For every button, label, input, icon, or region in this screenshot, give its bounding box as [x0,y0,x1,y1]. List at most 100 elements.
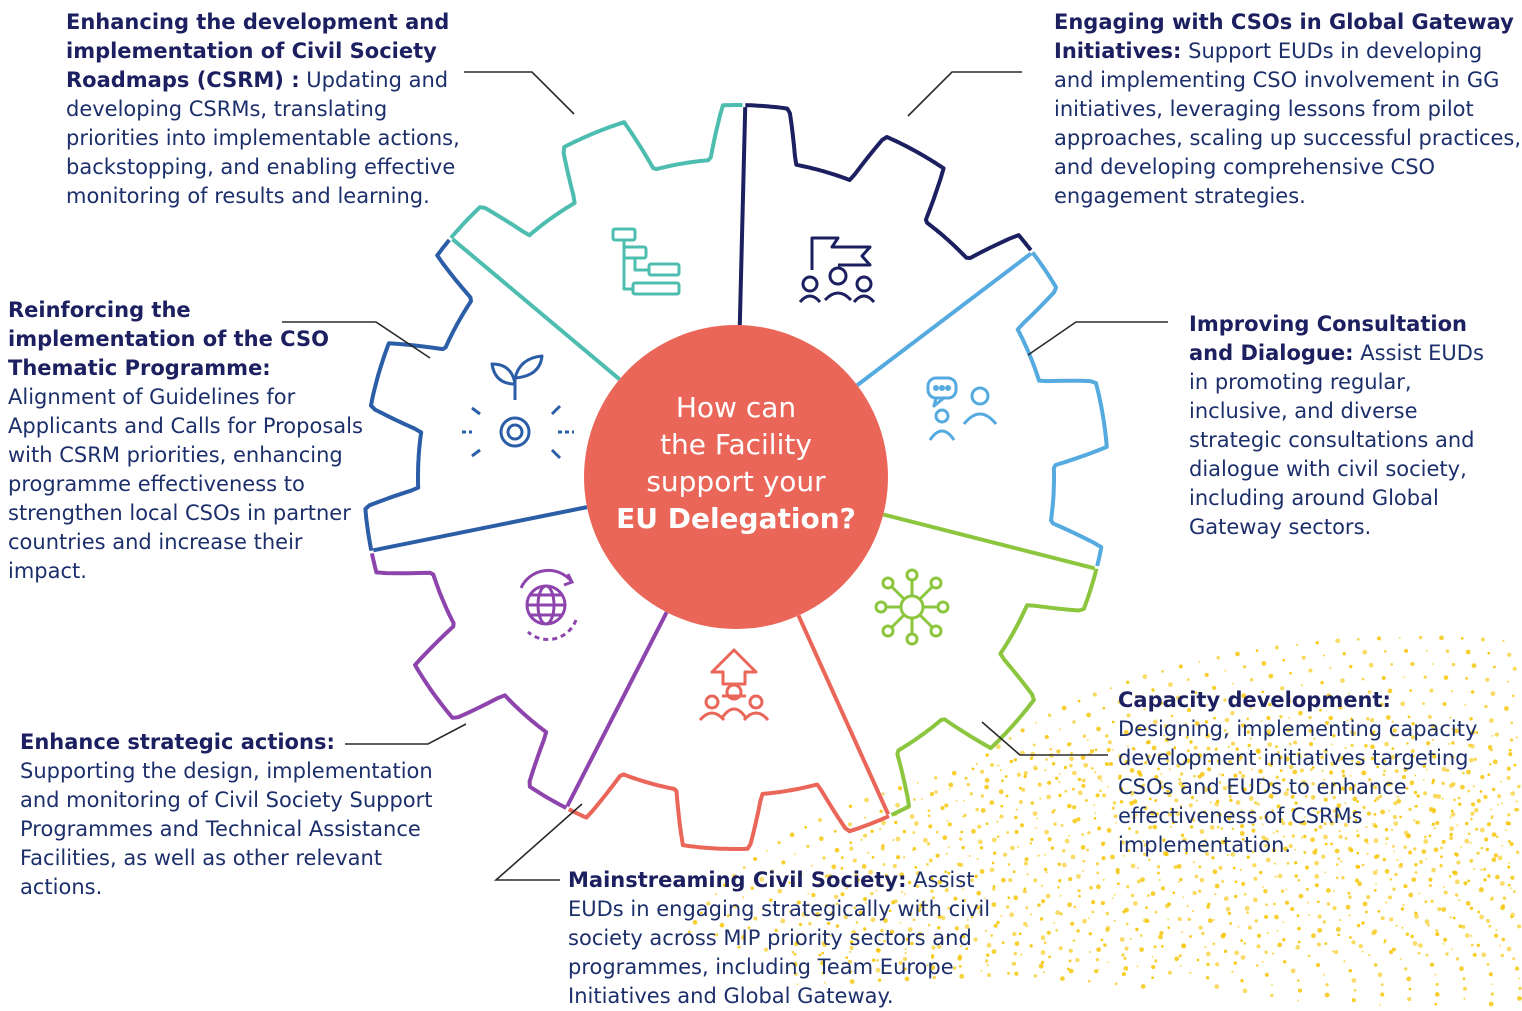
decor-dot [1493,853,1498,858]
decor-dot [1046,930,1051,935]
decor-dot [1361,950,1364,953]
leader-line-consultation [1027,321,1168,356]
decor-dot [1399,815,1402,819]
decor-dot [1103,943,1107,947]
decor-dot [1167,918,1170,921]
decor-dot [1360,791,1363,794]
decor-dot [1043,853,1046,856]
decor-dot [1175,811,1181,816]
decor-dot [1029,944,1033,948]
decor-dot [1218,865,1223,870]
decor-dot [1454,852,1457,856]
decor-dot [1360,704,1363,707]
decor-dot [1376,765,1380,769]
decor-dot [1158,879,1161,881]
decor-dot [1034,826,1037,829]
decor-dot [1007,896,1011,900]
decor-dot [1129,768,1135,773]
decor-dot [1366,811,1371,816]
decor-dot [769,898,773,902]
decor-dot [1030,913,1033,916]
decor-dot [1070,921,1075,926]
decor-dot [1454,879,1460,885]
decor-dot [851,929,857,935]
decor-dot [992,851,997,855]
decor-dot [1085,799,1088,802]
decor-dot [777,840,781,845]
decor-dot [1352,809,1358,815]
decor-dot [1422,779,1425,781]
decor-dot [1296,752,1301,757]
decor-dot [1450,809,1454,813]
decor-dot [1142,674,1148,680]
decor-dot [1214,801,1220,807]
decor-dot [1418,635,1423,640]
decor-dot [1369,784,1372,787]
decor-dot [1249,707,1252,710]
decor-dot [1014,971,1019,976]
decor-dot [1483,794,1488,800]
decor-dot [1014,815,1018,820]
gear-divider-capacity [796,614,890,816]
decor-dot [1106,747,1111,753]
decor-dot [1111,897,1114,900]
decor-dot [1241,774,1246,779]
decor-dot [1403,884,1408,889]
decor-dot [1137,726,1142,731]
decor-dot [1488,1001,1494,1007]
decor-dot [1341,769,1345,774]
decor-dot [1502,896,1507,900]
leader-lines [282,71,1168,881]
decor-dot [1081,833,1085,836]
decor-dot [1309,768,1313,771]
decor-dot [1227,911,1232,916]
text-block-capacity: Capacity development: Designing, impleme… [1118,686,1478,860]
decor-dot [1053,922,1056,925]
decor-dot [1507,866,1511,869]
gg-title: Engaging with CSOs in Global Gateway Ini… [1054,10,1514,63]
decor-dot [1451,782,1456,787]
decor-dot [1443,886,1446,889]
decor-dot [1274,875,1277,878]
decor-dot [1274,914,1279,920]
decor-dot [711,943,713,946]
decor-dot [1421,849,1427,854]
decor-dot [1019,823,1025,828]
decor-dot [1102,878,1105,881]
decor-dot [1506,680,1509,683]
decor-dot [963,799,966,802]
decor-dot [1283,960,1287,964]
decor-dot [1187,749,1190,753]
decor-dot [1223,949,1228,953]
decor-dot [1179,877,1183,882]
decor-dot [1207,902,1211,907]
decor-dot [1343,822,1348,828]
decor-dot [1512,666,1517,671]
decor-dot [1380,983,1384,986]
decor-dot [1091,910,1095,914]
decor-dot [1500,802,1503,805]
consultation-body: Assist EUDs in promoting regular, inclus… [1189,341,1484,539]
decor-dot [1431,778,1436,783]
decor-dot [1366,717,1370,721]
decor-dot [1479,887,1484,893]
decor-dot [1047,780,1052,785]
decor-dot [1448,742,1450,745]
decor-dot [1051,762,1056,766]
decor-dot [1181,931,1184,934]
decor-dot [1001,877,1006,883]
decor-dot [1458,924,1462,928]
decor-dot [870,891,874,896]
decor-dot [1094,748,1098,752]
decor-dot [1144,727,1148,731]
decor-dot [1330,761,1335,766]
decor-dot [1349,664,1353,669]
decor-dot [1023,861,1028,866]
decor-dot [1356,865,1361,869]
decor-dot [1218,773,1221,776]
decor-dot [1295,944,1301,950]
decor-dot [1445,649,1450,653]
decor-dot [1288,716,1291,719]
decor-dot [1423,791,1428,796]
decor-dot [1199,771,1205,777]
